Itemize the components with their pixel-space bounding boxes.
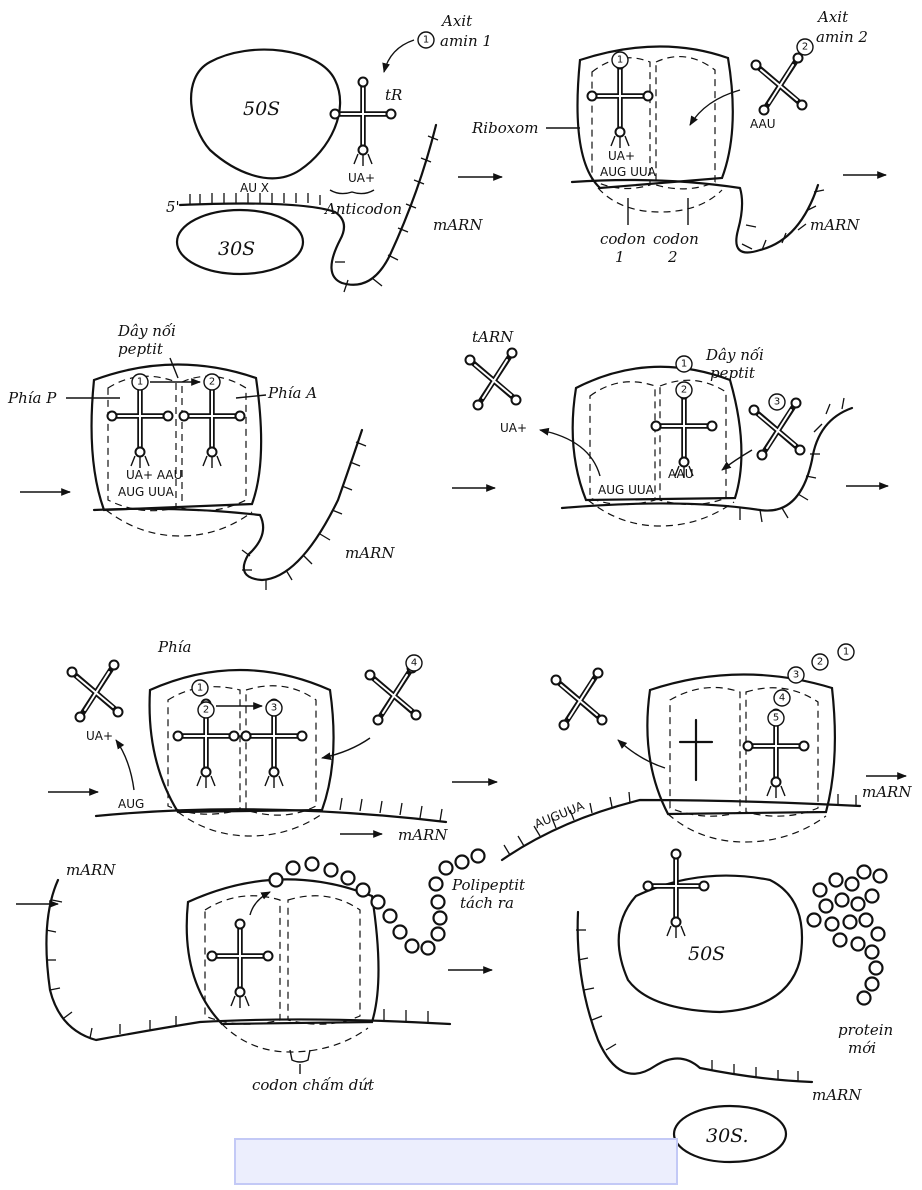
codon-aux: AU X [240,181,269,195]
label-30s: 30S [218,238,255,260]
codons: AUG UUA [118,485,175,499]
mrna-ticks [340,798,442,821]
amino-acid-3: 3 [271,703,277,714]
codons: AUG UUA [598,483,655,497]
anticodon-letters: UA+ [348,171,375,185]
panel-translocation: 2 1 AAU AUG UUA tARN UA+ 3 Dây nối pepti… [466,328,853,526]
panel-initiation: 50S 30S 5' AU X tR UA+ Anticodon 1 Axit … [166,12,492,292]
anticodon-ua: UA+ [500,421,527,435]
label-marn: mARN [433,216,483,234]
label-stop-codon: codon chấm dứt [252,1076,375,1094]
amino-acid-2: 2 [209,377,215,388]
caption-overlay-bar [234,1138,678,1185]
label-p-site: Phía P [7,389,57,407]
amino-acid-2: 2 [203,705,209,716]
label-protein: protein [838,1021,893,1039]
label-riboxom: Riboxom [471,119,538,137]
label-peptide-bond-2: peptit [118,340,164,358]
trna-exiting [466,349,521,410]
amino-acid-5: 5 [773,713,779,724]
label-trna: tARN [472,328,514,346]
codons-auguua: AUGUUA [533,798,587,831]
anticodon-aau: AAU [750,117,776,131]
label-30s: 30S. [706,1125,749,1147]
anticodon-aau: AAU [668,467,694,481]
label-protein-2: mới [848,1039,876,1057]
label-peptide-bond: Dây nối [705,346,764,364]
label-polypeptide-2: tách ra [460,894,514,912]
anticodons: UA+ AAU [126,468,182,482]
amino-acid-1: 1 [681,359,687,370]
label-a-site: Phía A [267,384,317,402]
label-codon-1-num: 1 [615,248,625,266]
amino-acid-1: 1 [197,683,203,694]
anticodon-ua: UA+ [86,729,113,743]
amino-acid-4: 4 [411,658,417,669]
label-codon-1: codon [600,230,646,248]
label-peptide-bond: Dây nối [117,322,176,340]
panel-elongation: 1 2 3 UA+ AUG 4 Phía mARN [48,638,448,844]
panel-dissociation: 50S 30S. mARN protein mới [576,850,893,1163]
codon-aug: AUG [118,797,144,811]
label-marn: mARN [398,826,448,844]
label-marn: mARN [66,861,116,879]
label-marn: mARN [810,216,860,234]
amino-acid-2: 2 [681,385,687,396]
amino-acid-2: 2 [802,42,808,53]
new-protein [808,866,887,1005]
label-tr: tR [385,86,402,104]
anticodon: UA+ [608,149,635,163]
amino-acid-4: 4 [779,693,785,704]
label-peptide-bond-2: peptit [710,364,756,382]
label-anticodon: Anticodon [323,200,402,218]
trna-exiting [68,661,123,722]
trna-exiting [552,669,607,730]
chain-residue-1: 1 [843,647,849,658]
trna-2-incoming [752,54,807,115]
panel-second-trna-arrival: 1 UA+ AUG UUA 2 AAU Axit amin 2 Riboxom … [471,8,868,266]
ribosome [573,367,742,500]
panel-termination: mARN Polipeptit tách ra codon chấm dứt [16,850,526,1095]
label-marn: mARN [345,544,395,562]
amino-acid-3: 3 [774,397,780,408]
label-codon-2: codon [653,230,699,248]
mrna-ticks [740,398,844,522]
amino-acid-1: 1 [617,55,623,66]
chain-residue-2: 2 [817,657,823,668]
label-marn: mARN [862,783,912,801]
codons: AUG UUA [600,165,657,179]
label-polypeptide: Polipeptit [451,876,526,894]
chain-residue-3: 3 [793,670,799,681]
ribosome [187,879,379,1024]
label-amino-acid: Axit [816,8,849,26]
label-amino-acid-2: amin 1 [440,32,492,50]
amino-acid-1: 1 [137,377,143,388]
label-amino-acid-2: amin 2 [816,28,868,46]
label-phia: Phía [157,638,192,656]
label-50s: 50S [243,98,280,120]
amino-acid-number: 1 [423,35,429,46]
label-5prime: 5' [166,198,180,216]
label-amino-acid: Axit [440,12,473,30]
panel-peptide-bond: 1 2 UA+ AAU AUG UUA Dây nối peptit Phía … [7,322,395,590]
label-marn: mARN [812,1086,862,1104]
label-50s: 50S [688,943,725,965]
label-codon-2-num: 2 [667,248,678,266]
panel-chain-growth: AUGUUA 5 4 3 2 1 mARN [502,644,912,860]
trna-4-incoming [366,664,421,725]
